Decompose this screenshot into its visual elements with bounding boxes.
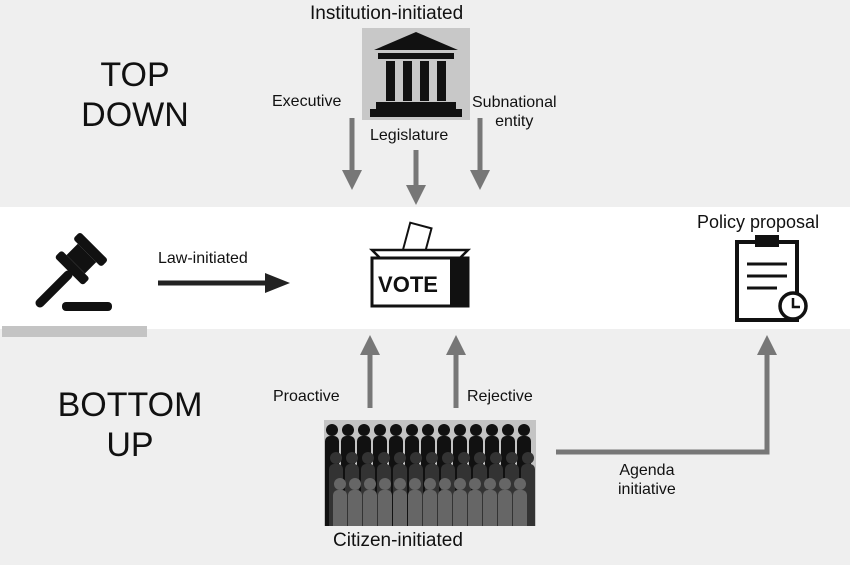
institution-initiated-label: Institution-initiated bbox=[310, 3, 464, 24]
rejective-label: Rejective bbox=[467, 388, 533, 405]
person-head bbox=[390, 424, 402, 436]
person-head bbox=[474, 452, 486, 464]
subnational-label: Subnational entity bbox=[472, 93, 557, 131]
executive-label: Executive bbox=[272, 93, 342, 110]
person-head bbox=[506, 452, 518, 464]
top-word: TOP bbox=[100, 56, 170, 94]
person-head bbox=[439, 478, 451, 490]
person-head bbox=[378, 452, 390, 464]
person-body bbox=[513, 490, 527, 526]
person-head bbox=[426, 452, 438, 464]
gray-bar bbox=[2, 326, 147, 337]
law-initiated-label: Law-initiated bbox=[158, 250, 248, 267]
person-head bbox=[522, 452, 534, 464]
person-body bbox=[378, 490, 392, 526]
agenda-initiative-arrow bbox=[556, 335, 777, 455]
person-head bbox=[499, 478, 511, 490]
person-head bbox=[490, 452, 502, 464]
agenda-initiative-label: Agenda initiative bbox=[618, 461, 676, 499]
person-head bbox=[362, 452, 374, 464]
vote-text: VOTE bbox=[378, 272, 438, 297]
person-head bbox=[442, 452, 454, 464]
person-head bbox=[454, 478, 466, 490]
person-head bbox=[349, 478, 361, 490]
person-head bbox=[438, 424, 450, 436]
person-head bbox=[334, 478, 346, 490]
person-head bbox=[458, 452, 470, 464]
person-body bbox=[498, 490, 512, 526]
person-head bbox=[358, 424, 370, 436]
person-head bbox=[394, 452, 406, 464]
person-head bbox=[486, 424, 498, 436]
person-head bbox=[342, 424, 354, 436]
person-body bbox=[483, 490, 497, 526]
up-word: UP bbox=[106, 426, 154, 464]
person-head bbox=[484, 478, 496, 490]
person-head bbox=[470, 424, 482, 436]
subnational-line2: entity bbox=[495, 113, 534, 130]
person-head bbox=[330, 452, 342, 464]
gavel-icon bbox=[35, 233, 112, 311]
bottom-up-label: BOTTOM UP bbox=[30, 385, 230, 465]
down-word: DOWN bbox=[81, 96, 189, 134]
agenda-line1: Agenda bbox=[619, 462, 675, 479]
person-head bbox=[326, 424, 338, 436]
clipboard-icon bbox=[735, 235, 808, 322]
proactive-label: Proactive bbox=[273, 388, 340, 405]
top-down-label: TOP DOWN bbox=[60, 55, 210, 135]
person-head bbox=[518, 424, 530, 436]
policy-proposal-label: Policy proposal bbox=[697, 212, 820, 232]
person-body bbox=[438, 490, 452, 526]
person-body bbox=[393, 490, 407, 526]
person-head bbox=[374, 424, 386, 436]
crowd-icon bbox=[324, 420, 536, 526]
person-body bbox=[348, 490, 362, 526]
bottom-word: BOTTOM bbox=[57, 386, 203, 424]
person-body bbox=[408, 490, 422, 526]
person-head bbox=[514, 478, 526, 490]
person-head bbox=[410, 452, 422, 464]
legislature-label: Legislature bbox=[370, 127, 449, 144]
person-body bbox=[363, 490, 377, 526]
institution-building-icon bbox=[362, 28, 470, 120]
person-body bbox=[333, 490, 347, 526]
person-head bbox=[379, 478, 391, 490]
person-body bbox=[453, 490, 467, 526]
subnational-line1: Subnational bbox=[472, 94, 557, 111]
person-head bbox=[454, 424, 466, 436]
agenda-line2: initiative bbox=[618, 481, 676, 498]
citizen-initiated-label: Citizen-initiated bbox=[333, 530, 463, 551]
person-head bbox=[409, 478, 421, 490]
person-head bbox=[346, 452, 358, 464]
person-head bbox=[422, 424, 434, 436]
person-head bbox=[406, 424, 418, 436]
person-body bbox=[423, 490, 437, 526]
person-head bbox=[364, 478, 376, 490]
person-body bbox=[468, 490, 482, 526]
person-head bbox=[502, 424, 514, 436]
ballot-box-icon: VOTE bbox=[368, 221, 472, 308]
person-head bbox=[469, 478, 481, 490]
person-head bbox=[394, 478, 406, 490]
person-head bbox=[424, 478, 436, 490]
